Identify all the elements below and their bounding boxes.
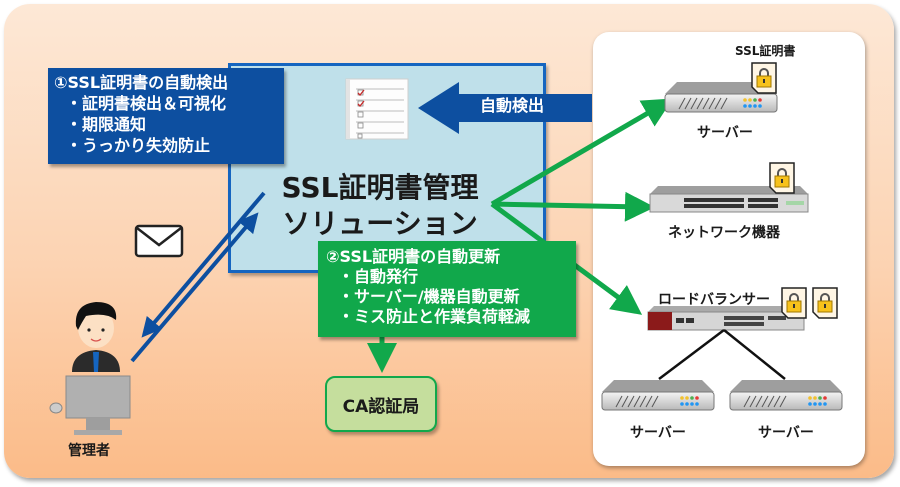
ca-label: CA認証局 xyxy=(342,396,420,417)
feature-detect-box: ①SSL証明書の自動検出 ・証明書検出＆可視化 ・期限通知 ・うっかり失効防止 xyxy=(48,68,284,164)
server-right-label: サーバー xyxy=(758,425,814,441)
feature-renew-heading: ②SSL証明書の自動更新 xyxy=(326,247,501,266)
load-balancer-label: ロードバランサー xyxy=(658,292,770,308)
solution-title-line2: ソリューション xyxy=(282,207,478,240)
notification-arrows xyxy=(130,191,266,363)
feature-renew-item: ・自動発行 xyxy=(338,267,419,286)
solution-title: SSL証明書管理 ソリューション xyxy=(245,170,515,242)
admin-label: 管理者 xyxy=(68,443,110,459)
ca-authority-box: CA認証局 xyxy=(325,376,437,432)
solution-title-line1: SSL証明書管理 xyxy=(281,171,479,204)
network-switch-icon xyxy=(649,186,809,213)
ssl-cert-label: SSL証明書 xyxy=(735,44,796,58)
cert-lock-icon xyxy=(751,62,777,94)
feature-detect-item: ・期限通知 xyxy=(66,115,147,134)
server-left-label: サーバー xyxy=(630,425,686,441)
server-left-icon xyxy=(601,380,715,411)
auto-detect-arrow xyxy=(418,82,592,134)
auto-detect-label: 自動検出 xyxy=(479,96,544,115)
feature-detect-item: ・うっかり失効防止 xyxy=(66,136,211,155)
server-right-icon xyxy=(729,380,843,411)
feature-detect-item: ・証明書検出＆可視化 xyxy=(66,94,227,113)
feature-renew-item: ・サーバー/機器自動更新 xyxy=(338,287,520,306)
feature-renew-box: ②SSL証明書の自動更新 ・自動発行 ・サーバー/機器自動更新 ・ミス防止と作業… xyxy=(318,241,576,337)
load-balancer-icon xyxy=(647,306,805,331)
server-top-icon xyxy=(664,82,778,113)
cert-lock-icon xyxy=(781,287,807,319)
cert-lock-icon xyxy=(812,287,838,319)
checklist-icon xyxy=(345,78,409,140)
mail-icon xyxy=(134,224,184,258)
cert-lock-icon xyxy=(769,162,795,194)
feature-detect-heading: ①SSL証明書の自動検出 xyxy=(54,73,229,92)
admin-person-icon xyxy=(49,302,131,435)
network-device-label: ネットワーク機器 xyxy=(668,225,780,241)
server-top-label: サーバー xyxy=(697,125,753,141)
lb-connection-lines xyxy=(658,329,786,380)
feature-renew-item: ・ミス防止と作業負荷軽減 xyxy=(338,307,531,326)
